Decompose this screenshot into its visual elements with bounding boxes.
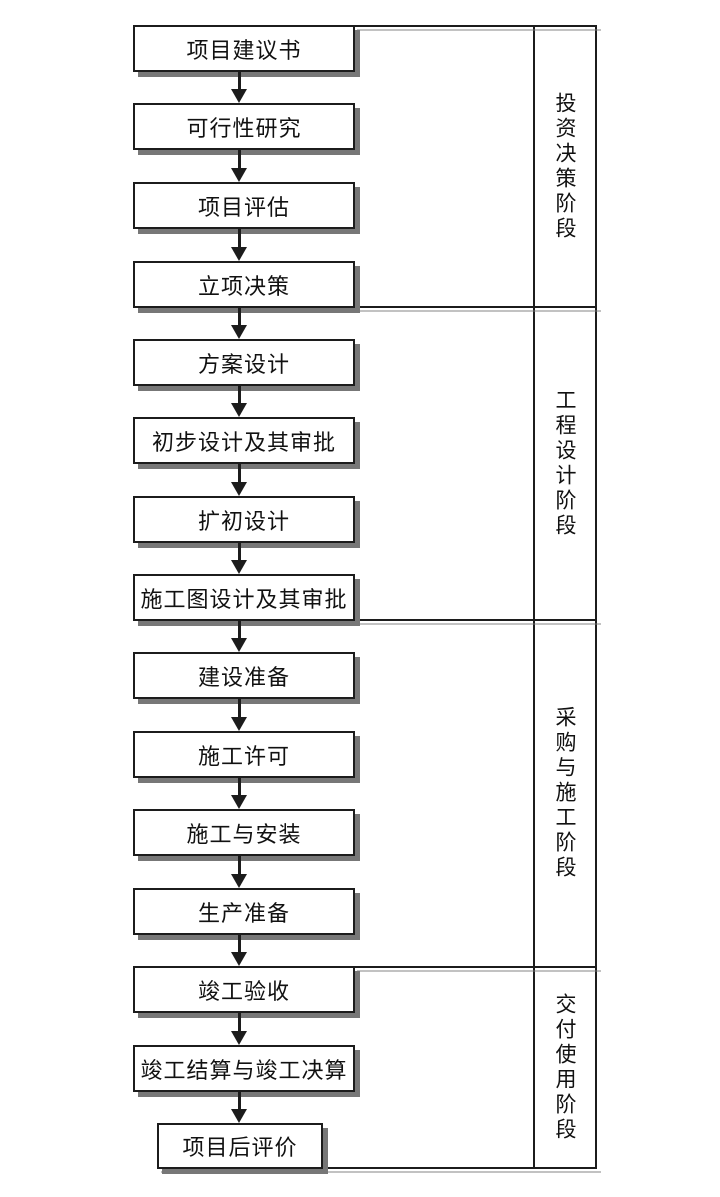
down-arrow <box>231 935 247 966</box>
phase-divider-procurement-delivery <box>353 966 597 968</box>
arrow-shaft <box>237 699 241 717</box>
down-arrow <box>231 464 247 496</box>
arrow-head-icon <box>231 952 247 966</box>
phase-procurement-construction: 采购与施工阶段 <box>553 706 577 881</box>
arrow-head-icon <box>231 638 247 652</box>
arrow-shaft <box>237 150 241 168</box>
arrow-head-icon <box>231 168 247 182</box>
arrow-shaft <box>237 856 241 874</box>
flow-box-expanded-preliminary-design: 扩初设计 <box>133 496 355 543</box>
phase-column-left-border <box>533 25 535 1169</box>
flow-box-completion-acceptance: 竣工验收 <box>133 966 355 1013</box>
arrow-head-icon <box>231 403 247 417</box>
down-arrow <box>231 543 247 574</box>
down-arrow <box>231 1092 247 1123</box>
phase-divider-design-procurement <box>353 619 597 621</box>
flow-box-construction-permit: 施工许可 <box>133 731 355 778</box>
flow-box-production-preparation: 生产准备 <box>133 888 355 935</box>
arrow-head-icon <box>231 482 247 496</box>
flow-box-post-project-evaluation: 项目后评价 <box>157 1123 323 1169</box>
flow-box-construction-installation: 施工与安装 <box>133 809 355 856</box>
arrow-shaft <box>237 229 241 247</box>
arrow-shaft <box>237 1013 241 1031</box>
arrow-head-icon <box>231 89 247 103</box>
arrow-shaft <box>237 543 241 560</box>
flow-box-project-evaluation: 项目评估 <box>133 182 355 229</box>
flow-box-preliminary-design-approval: 初步设计及其审批 <box>133 417 355 464</box>
arrow-shaft <box>237 464 241 482</box>
arrow-head-icon <box>231 247 247 261</box>
arrow-shaft <box>237 778 241 795</box>
phase-delivery-use: 交付使用阶段 <box>553 992 577 1143</box>
arrow-head-icon <box>231 560 247 574</box>
phase-column-right-border <box>595 25 597 1169</box>
arrow-head-icon <box>231 1031 247 1045</box>
phase-divider-top <box>353 25 597 27</box>
down-arrow <box>231 1013 247 1045</box>
flow-box-scheme-design: 方案设计 <box>133 339 355 386</box>
down-arrow <box>231 308 247 339</box>
arrow-head-icon <box>231 325 247 339</box>
arrow-shaft <box>237 1092 241 1109</box>
flow-box-construction-preparation: 建设准备 <box>133 652 355 699</box>
down-arrow <box>231 72 247 103</box>
arrow-head-icon <box>231 1109 247 1123</box>
down-arrow <box>231 699 247 731</box>
arrow-shaft <box>237 308 241 325</box>
arrow-shaft <box>237 621 241 638</box>
down-arrow <box>231 229 247 261</box>
arrow-head-icon <box>231 795 247 809</box>
flow-box-feasibility-study: 可行性研究 <box>133 103 355 150</box>
arrow-head-icon <box>231 717 247 731</box>
down-arrow <box>231 856 247 888</box>
flow-box-project-proposal: 项目建议书 <box>133 25 355 72</box>
down-arrow <box>231 778 247 809</box>
arrow-shaft <box>237 386 241 403</box>
phase-investment-decision: 投资决策阶段 <box>553 91 577 242</box>
flow-box-completion-settlement-final-accounts: 竣工结算与竣工决算 <box>133 1045 355 1092</box>
down-arrow <box>231 621 247 652</box>
phase-engineering-design: 工程设计阶段 <box>553 388 577 539</box>
phase-divider-bottom <box>157 1167 597 1169</box>
arrow-shaft <box>237 72 241 89</box>
arrow-shaft <box>237 935 241 952</box>
down-arrow <box>231 150 247 182</box>
arrow-head-icon <box>231 874 247 888</box>
flow-box-construction-drawing-design-approval: 施工图设计及其审批 <box>133 574 355 621</box>
down-arrow <box>231 386 247 417</box>
flow-box-project-approval-decision: 立项决策 <box>133 261 355 308</box>
phase-divider-investment-design <box>353 306 597 308</box>
